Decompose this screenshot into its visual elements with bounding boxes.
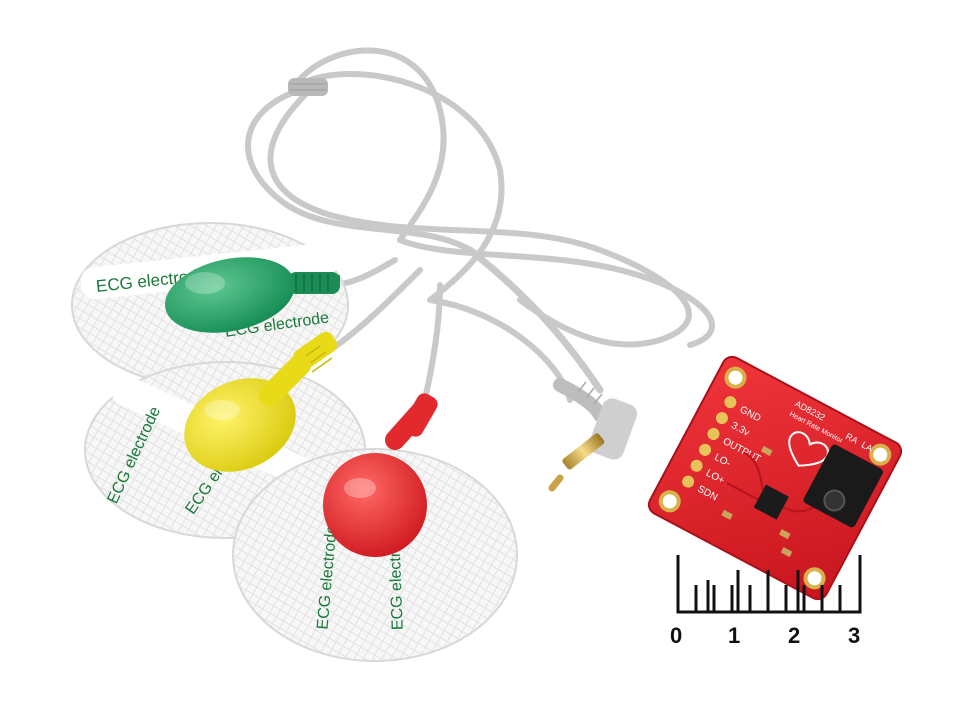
green-lead: [165, 257, 341, 333]
side-label: RL: [876, 448, 891, 462]
yellow-lead: [184, 331, 338, 472]
ad8232-board: GND 3.3v OUTPUT LO- LO+ SDN AD8232 Heart…: [647, 355, 903, 601]
scale-tick-label: 2: [788, 623, 800, 648]
scale-tick-label: 0: [670, 623, 682, 648]
audio-socket: [803, 444, 883, 528]
audio-jack-plug: [548, 378, 638, 492]
header-pads: [682, 396, 737, 488]
cable-splitter: [288, 78, 328, 96]
heart-logo-icon: [788, 431, 829, 467]
red-lead: [323, 393, 438, 557]
cable: [244, 47, 715, 423]
ic-chip: [753, 484, 789, 520]
scale-ruler: [676, 555, 862, 614]
scale-tick-label: 1: [728, 623, 740, 648]
scale-tick-label: 3: [848, 623, 860, 648]
side-label: LA: [860, 440, 874, 454]
